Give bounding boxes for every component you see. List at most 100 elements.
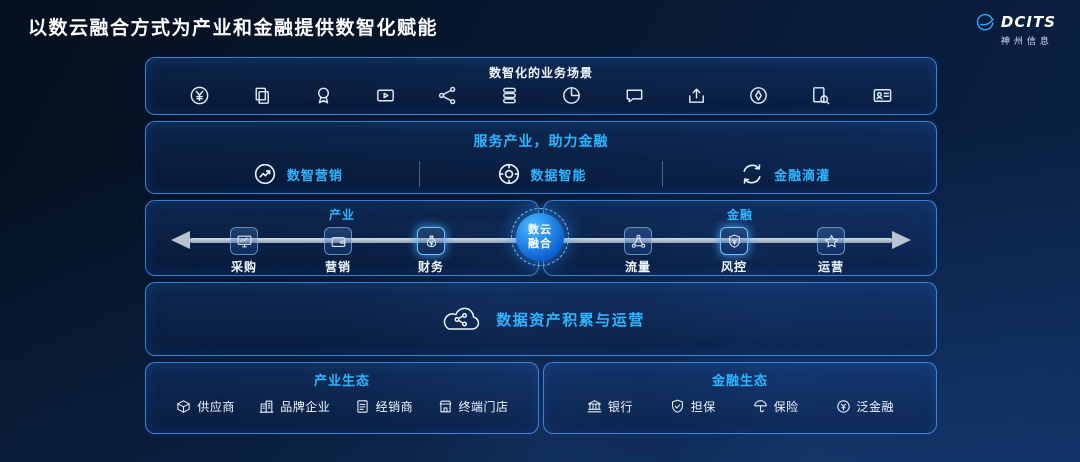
services-panel: 服务产业，助力金融 数智营销 数据智能 金融滴灌	[145, 121, 937, 194]
chain-node-finance-dept: 财务	[399, 227, 463, 275]
node-tile	[624, 227, 652, 255]
doc-search-icon	[812, 87, 830, 105]
eco-item-label: 供应商	[197, 400, 235, 414]
node-label: 营销	[324, 260, 351, 274]
chain-node-risk-control: 风控	[702, 227, 766, 275]
industry-eco-title: 产业生态	[313, 374, 370, 389]
eco-item-label: 终端门店	[458, 400, 509, 414]
documents-icon	[255, 87, 270, 104]
node-label: 运营	[817, 260, 844, 274]
chat-icon	[626, 89, 642, 103]
node-label: 采购	[230, 260, 257, 274]
service-item-data-intelligence: 数据智能	[420, 161, 663, 187]
fusion-line1: 数云	[528, 223, 552, 237]
finance-arrow-bar	[558, 238, 892, 243]
star-icon	[824, 234, 838, 247]
node-label: 流量	[624, 260, 651, 274]
logo-text: DCITS	[1000, 13, 1056, 31]
shield-icon	[728, 234, 740, 248]
finance-chain-panel: 金融 流量 风控 运营	[543, 200, 937, 276]
finance-arrowhead-right	[892, 231, 911, 249]
coin-icon	[836, 400, 850, 413]
service-item-label: 金融滴灌	[774, 168, 831, 184]
umbrella-icon	[753, 400, 767, 413]
node-label: 财务	[417, 260, 444, 274]
eco-item-label: 保险	[773, 400, 799, 414]
eco-item-guarantee: 担保	[669, 398, 716, 415]
node-tile	[817, 227, 845, 255]
industry-eco-row: 供应商 品牌企业 经销商 终端门店	[146, 398, 538, 415]
data-intelligence-icon	[498, 163, 519, 185]
monitor-icon	[237, 235, 251, 247]
network-icon	[439, 86, 456, 105]
service-item-label: 数据智能	[530, 168, 587, 184]
bank-icon	[587, 400, 602, 413]
eco-item-label: 银行	[607, 400, 633, 414]
wallet-icon	[331, 236, 345, 247]
media-player-icon	[377, 89, 395, 102]
chain-node-procurement: 采购	[212, 227, 276, 275]
chain-node-operations: 运营	[799, 227, 863, 275]
industry-ecosystem-panel: 产业生态 供应商 品牌企业 经销商 终端门店	[145, 362, 539, 434]
moneybag-icon	[426, 235, 436, 247]
logo-subtitle: 神州信息	[1000, 37, 1053, 47]
industry-arrow-bar	[190, 238, 524, 243]
services-row: 数智营销 数据智能 金融滴灌	[146, 161, 936, 187]
pie-chart-icon	[563, 87, 581, 104]
data-asset-panel: 数据资产积累与运营	[145, 282, 937, 356]
guarantee-shield-icon	[671, 399, 683, 413]
cloud-icon	[444, 307, 480, 330]
node-tile	[720, 227, 748, 255]
chain-node-marketing: 营销	[306, 227, 370, 275]
data-asset-title: 数据资产积累与运营	[496, 310, 645, 329]
business-scenes-panel: 数智化的业务场景	[145, 57, 937, 115]
store-icon	[439, 400, 451, 413]
service-item-label: 数智营销	[286, 168, 343, 184]
eco-item-label: 经销商	[375, 400, 414, 414]
finance-eco-title: 金融生态	[711, 374, 768, 389]
divider	[418, 161, 420, 187]
eco-item-label: 泛金融	[856, 400, 895, 414]
finance-ecosystem-panel: 金融生态 银行 担保 保险 泛金融	[543, 362, 937, 434]
eco-item-brand-enterprise: 品牌企业	[258, 398, 330, 415]
company-logo: DCITS 神州信息	[974, 11, 1056, 47]
box-icon	[177, 400, 191, 413]
stack-icon	[503, 87, 517, 104]
eco-item-insurance: 保险	[752, 398, 799, 415]
fusion-line2: 融合	[528, 237, 552, 250]
flow-network-icon	[631, 234, 645, 248]
marketing-icon	[254, 163, 275, 185]
building-icon	[259, 400, 274, 413]
eco-item-terminal-store: 终端门店	[437, 398, 509, 415]
scenes-icon-row	[146, 84, 936, 107]
services-title: 服务产业，助力金融	[473, 134, 609, 150]
currency-circle-icon	[190, 86, 209, 105]
node-tile	[417, 227, 445, 255]
finance-eco-row: 银行 担保 保险 泛金融	[544, 398, 936, 415]
chain-node-traffic: 流量	[606, 227, 670, 275]
medal-icon	[318, 87, 330, 104]
industry-arrowhead-left	[171, 231, 190, 249]
compass-icon	[749, 87, 767, 104]
logo-swoosh-icon	[976, 13, 994, 31]
page-title: 以数云融合方式为产业和金融提供数智化赋能	[28, 17, 439, 39]
eco-item-pan-finance: 泛金融	[835, 398, 895, 415]
node-tile	[230, 227, 258, 255]
divider	[662, 161, 664, 187]
eco-item-label: 担保	[690, 400, 716, 414]
service-item-finance-irrigation: 金融滴灌	[663, 161, 906, 187]
node-label: 风控	[720, 260, 747, 274]
id-card-icon	[873, 89, 892, 102]
eco-item-supplier: 供应商	[175, 398, 235, 415]
eco-item-distributor: 经销商	[354, 398, 414, 415]
scenes-title: 数智化的业务场景	[488, 66, 593, 80]
data-cloud-fusion-hub: 数云 融合	[511, 208, 569, 266]
industry-chain-title: 产业	[328, 208, 355, 222]
clipboard-icon	[357, 400, 368, 413]
eco-item-label: 品牌企业	[280, 400, 331, 414]
eco-item-bank: 银行	[586, 398, 633, 415]
upload-box-icon	[688, 88, 704, 103]
finance-irrigation-icon	[743, 164, 761, 184]
industry-chain-panel: 产业 采购 营销 财务	[145, 200, 539, 276]
service-item-marketing: 数智营销	[176, 161, 419, 187]
